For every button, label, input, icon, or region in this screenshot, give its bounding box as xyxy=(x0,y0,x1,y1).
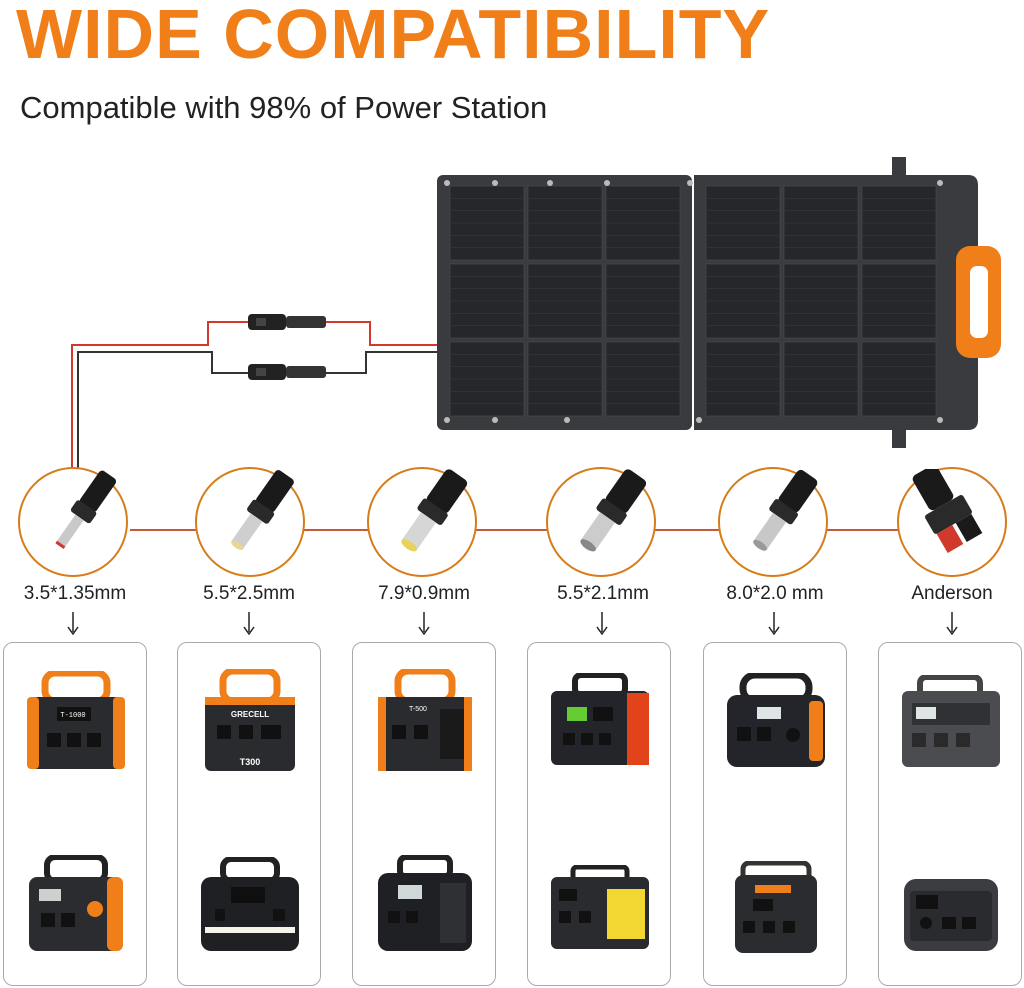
grommet xyxy=(492,180,498,186)
kickstand-tab-bottom xyxy=(892,426,906,448)
down-arrow-icon xyxy=(418,612,430,636)
down-arrow-icon xyxy=(596,612,608,636)
compatible-stations-card-5 xyxy=(703,642,847,986)
dc-plug-icon xyxy=(580,469,647,552)
connector-label: 5.5*2.5mm xyxy=(203,583,295,604)
grommet xyxy=(696,417,702,423)
dc-plug-icon xyxy=(231,470,294,551)
compatible-stations-card-3: T-500 xyxy=(352,642,496,986)
down-arrow-icon xyxy=(768,612,780,636)
grommet xyxy=(444,417,450,423)
connector-label: 7.9*0.9mm xyxy=(378,583,470,604)
power-station-image: T-1000 xyxy=(27,671,125,769)
grommet xyxy=(937,180,943,186)
connector-label: 8.0*2.0 mm xyxy=(726,583,824,604)
compatible-stations-card-4 xyxy=(527,642,671,986)
power-station-image: T-500 xyxy=(378,669,472,771)
connector-3-5x1-35 xyxy=(18,467,128,577)
connector-7-9x0-9 xyxy=(367,467,477,577)
power-station-image xyxy=(904,879,998,951)
power-station-image xyxy=(735,861,817,953)
kickstand-tab-top xyxy=(892,157,906,179)
connector-label: Anderson xyxy=(911,583,993,604)
anderson-plug-icon xyxy=(912,469,983,554)
compatible-stations-card-1: T-1000 xyxy=(3,642,147,986)
carry-handle[interactable] xyxy=(956,246,1001,358)
power-station-image xyxy=(378,855,472,951)
connector-label: 5.5*2.1mm xyxy=(557,583,649,604)
down-arrow-icon xyxy=(67,612,79,636)
mc4-connector-top xyxy=(248,314,326,330)
power-station-image: GRECELL T300 xyxy=(205,669,295,771)
power-station-image xyxy=(201,857,299,951)
grommet xyxy=(937,417,943,423)
station-model: T300 xyxy=(240,757,261,767)
grommet xyxy=(687,180,693,186)
connector-5-5x2-1 xyxy=(546,467,656,577)
headline: WIDE COMPATIBILITY xyxy=(16,0,771,73)
connector-label: 3.5*1.35mm xyxy=(23,583,127,604)
dc-plug-icon xyxy=(55,470,117,549)
connector-anderson xyxy=(897,467,1007,577)
dc-plug-icon xyxy=(753,469,818,551)
power-station-image xyxy=(29,855,123,951)
grommet xyxy=(564,417,570,423)
power-station-image xyxy=(902,675,1000,767)
compatible-stations-card-2: GRECELL T300 xyxy=(177,642,321,986)
down-arrow-icon xyxy=(946,612,958,636)
grommet xyxy=(492,417,498,423)
power-station-image xyxy=(727,673,825,767)
grommet xyxy=(444,180,450,186)
connector-5-5x2-5 xyxy=(195,467,305,577)
station-brand: T-1000 xyxy=(60,712,85,720)
compatible-stations-card-6 xyxy=(878,642,1022,986)
power-station-image xyxy=(551,865,649,949)
station-brand: T-500 xyxy=(409,706,427,713)
grommet xyxy=(547,180,553,186)
subheadline: Compatible with 98% of Power Station xyxy=(20,90,548,125)
grommet xyxy=(604,180,610,186)
station-brand: GRECELL xyxy=(231,710,269,719)
dc-plug-icon xyxy=(401,469,468,552)
connector-8-0x2-0 xyxy=(718,467,828,577)
mc4-connector-bottom xyxy=(248,364,326,380)
down-arrow-icon xyxy=(243,612,255,636)
power-station-image xyxy=(551,673,649,765)
